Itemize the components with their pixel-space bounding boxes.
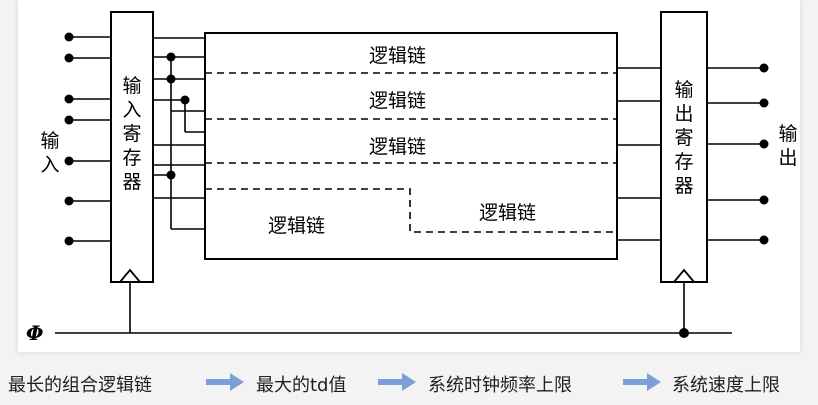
input-side-label: 输入 [40,130,59,176]
output-side-label: 输出 [778,123,797,169]
label-glyph: 出 [674,103,693,125]
logic-chain-label: 逻辑链 [369,90,426,112]
input-dot [64,115,74,125]
input-dot [64,32,74,42]
output-dot [759,195,769,205]
label-glyph: 入 [40,154,59,176]
label-glyph: 出 [778,147,797,169]
input-dot [64,156,74,166]
logic-chain-label: 逻辑链 [268,215,325,237]
register-to-logic-wires [153,37,205,230]
clock-wires [55,282,732,334]
junction-dot [166,170,176,180]
flow-arrow-icon [206,373,244,391]
input-register-clock-triangle [119,268,141,283]
logic-chain-label: 逻辑链 [369,45,426,67]
label-glyph: 器 [674,175,693,197]
flow-step-clock-limit: 系统时钟频率上限 [428,375,572,396]
output-dot [759,235,769,245]
flow-arrow-shape [623,373,661,391]
logic-to-register-wires [617,67,661,241]
logic-chain-diagram: Φ 逻辑链 逻辑链 逻辑链 逻辑链 逻辑链 输入寄存器 输出寄存器 输入 输出 [26,11,798,345]
input-dot [64,236,74,246]
junction-dot [166,74,176,84]
junction-dots [166,52,190,180]
junction-dot [166,52,176,62]
output-dot [759,139,769,149]
flow-arrow-icon [378,373,416,391]
input-dot [64,53,74,63]
critical-path-flow: 最长的组合逻辑链 最大的td值 系统时钟频率上限 系统速度上限 [0,368,818,402]
label-glyph: 输 [674,79,693,101]
input-dot [64,196,74,206]
output-dots [759,63,769,245]
label-glyph: 存 [122,147,141,169]
flow-step-max-td: 最大的td值 [256,375,347,396]
logic-chain-label: 逻辑链 [369,136,426,158]
flow-arrow-shape [206,373,244,391]
input-dots [64,32,74,246]
clock-junction-dot [679,328,689,338]
output-dot [759,63,769,73]
output-dot [759,98,769,108]
flow-arrow-icon [623,373,661,391]
label-glyph: 输 [778,123,797,145]
logic-block [204,32,618,260]
flow-step-speed-limit: 系统速度上限 [672,375,780,396]
junction-dot [180,95,190,105]
chain-partitions [205,72,617,233]
input-dot [64,94,74,104]
logic-chain-label: 逻辑链 [479,202,536,224]
label-glyph: 器 [122,171,141,193]
output-register-clock-triangle [673,268,695,283]
label-glyph: 入 [122,99,141,121]
input-wires [68,36,111,242]
clock-label: Φ [26,321,44,345]
label-glyph: 输 [40,130,59,152]
label-glyph: 寄 [122,123,141,145]
input-register-box [110,11,154,283]
input-register-label: 输入寄存器 [122,75,141,193]
output-wires [707,67,764,241]
output-register-label: 输出寄存器 [674,79,693,197]
label-glyph: 寄 [674,127,693,149]
flow-step-longest-chain: 最长的组合逻辑链 [8,375,152,396]
label-glyph: 存 [674,151,693,173]
flow-arrow-shape [378,373,416,391]
label-glyph: 输 [122,75,141,97]
